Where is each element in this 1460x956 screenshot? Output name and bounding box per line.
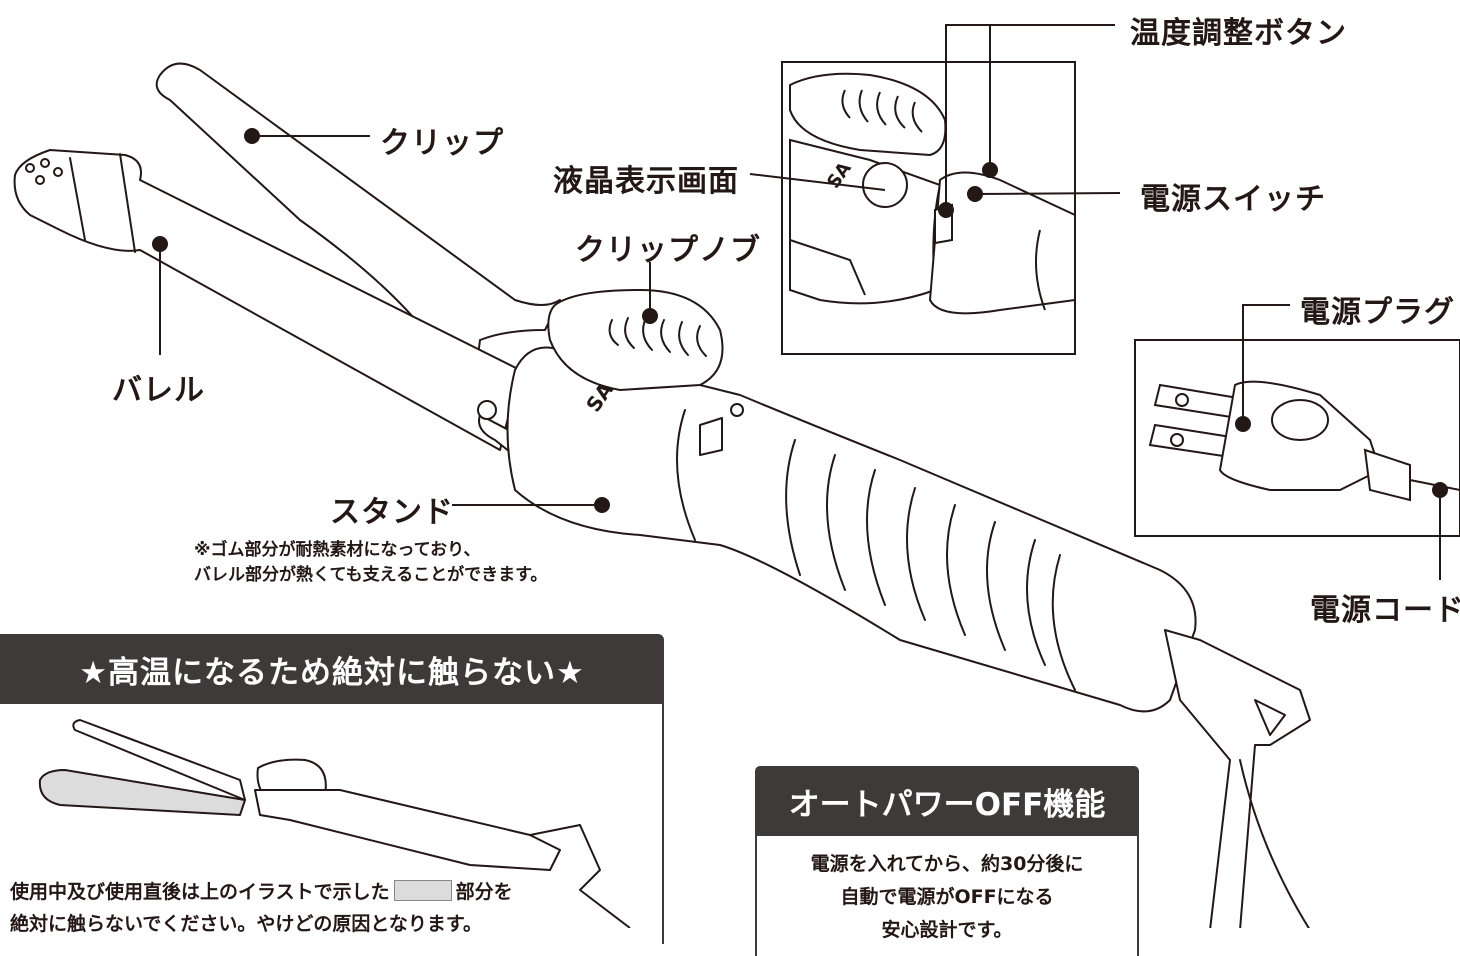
warning-line2: 絶対に触らないでください。やけどの原因となります。 (10, 913, 482, 935)
warning-line1-after: 部分を (455, 881, 513, 903)
label-cord: 電源コード (1310, 593, 1460, 628)
handle-body (506, 346, 1197, 713)
warning-text: 使用中及び使用直後は上のイラストで示した 部分を 絶対に触らないでください。やけど… (10, 876, 513, 940)
stand-note-line1: ※ゴム部分が耐熱素材になっており、 (194, 540, 481, 560)
control-inset (781, 61, 1076, 355)
cord-relief (1164, 629, 1311, 928)
diagram-illustration (13, 24, 1460, 928)
label-barrel: バレル (112, 373, 205, 408)
clip-shape (155, 62, 561, 421)
label-lcd: 液晶表示画面 (553, 164, 739, 199)
auto-off-text: 電源を入れてから、約30分後に 自動で電源がOFFになる 安心設計です。 (755, 848, 1139, 947)
label-stand: スタンド (330, 495, 454, 530)
label-plug: 電源プラグ (1300, 295, 1455, 330)
warning-line1-before: 使用中及び使用直後は上のイラストで示した (10, 881, 390, 903)
label-temp-button: 温度調整ボタン (1130, 16, 1347, 51)
warning-line1: 使用中及び使用直後は上のイラストで示した 部分を (10, 876, 513, 908)
warning-title: ★高温になるため絶対に触らない★ (0, 634, 664, 704)
auto-off-line1: 電源を入れてから、約30分後に (810, 853, 1084, 875)
label-clip-knob: クリップノブ (575, 233, 761, 268)
label-power-switch: 電源スイッチ (1140, 182, 1326, 217)
barrel-tip-dot (25, 163, 35, 173)
warning-box (0, 704, 664, 944)
auto-off-line2: 自動で電源がOFFになる (840, 886, 1054, 908)
warning-iron (38, 719, 631, 928)
clip-knob-shape (547, 289, 724, 391)
label-clip: クリップ (380, 126, 504, 161)
barrel-shape (13, 149, 521, 451)
auto-off-line3: 安心設計です。 (881, 919, 1013, 941)
plug-inset (1134, 339, 1460, 537)
hot-area-swatch (393, 880, 452, 901)
stand-note-line2: バレル部分が熱くても支えることができます。 (194, 565, 548, 585)
auto-off-title: オートパワーOFF機能 (755, 766, 1139, 836)
auto-off-box (755, 836, 1139, 956)
